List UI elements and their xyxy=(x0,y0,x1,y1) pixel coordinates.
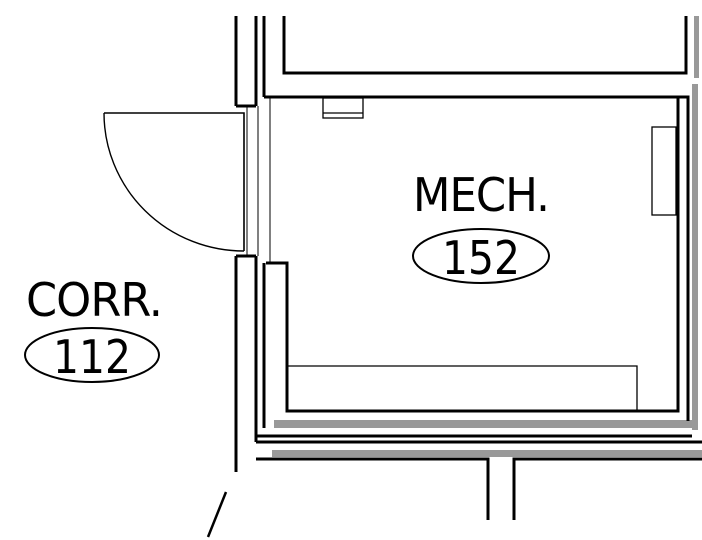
walls xyxy=(234,16,702,520)
shadow-mech-east-wall xyxy=(692,84,698,430)
door-opening xyxy=(103,97,271,263)
wall-panel xyxy=(651,126,677,216)
room-name-corr: CORR. xyxy=(26,273,162,327)
room-number-mech: 152 xyxy=(442,231,520,285)
upper-room-outline xyxy=(282,16,688,75)
shadow-upper-room-east xyxy=(694,16,699,78)
room-number-ellipse-corr xyxy=(24,327,160,383)
room-number-corr: 112 xyxy=(53,330,131,384)
shadow-mech-south-wall xyxy=(274,420,698,428)
shadow-corridor-wall xyxy=(272,450,702,457)
corridor-wall-bottom-right xyxy=(512,457,702,520)
mech-room-north-east-wall xyxy=(264,95,690,421)
ceiling-equipment xyxy=(322,97,364,119)
counter-outline xyxy=(288,365,638,410)
door-swing-arc xyxy=(103,112,245,252)
room-tag-corr: CORR. 112 xyxy=(24,273,163,384)
door-leaf xyxy=(104,112,245,251)
equipment xyxy=(288,97,677,410)
room-name-mech: MECH. xyxy=(413,168,549,222)
room-tag-mech: MECH. 152 xyxy=(412,168,550,285)
mech-room-inner-outline xyxy=(266,97,680,413)
wall-shadows xyxy=(272,16,702,457)
corridor-wall-bottom xyxy=(256,457,490,520)
leader-line xyxy=(206,491,228,538)
room-number-ellipse-mech xyxy=(412,228,550,284)
